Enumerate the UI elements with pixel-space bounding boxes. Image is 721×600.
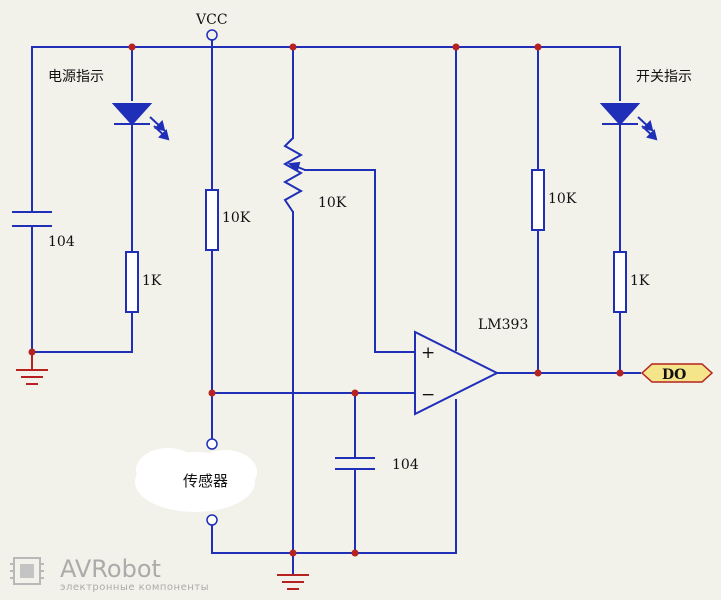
junction-dots — [28, 43, 624, 557]
sensor-terminal-bottom — [206, 514, 218, 526]
wires — [31, 46, 641, 576]
resistor-led-left — [125, 251, 139, 313]
ic-label: LM393 — [478, 317, 528, 333]
sensor-cloud — [135, 448, 257, 512]
resistor-pullup — [531, 169, 545, 231]
r-led-right-label: 1K — [630, 273, 650, 289]
potentiometer — [282, 137, 306, 213]
led-switch-icon — [599, 103, 658, 141]
vcc-terminal — [206, 29, 218, 41]
power-indicator-label: 电源指示 — [48, 69, 104, 85]
r-sensor-label: 10K — [222, 210, 251, 226]
sensor-terminal-top — [206, 438, 218, 450]
led-power-icon — [111, 103, 170, 141]
opamp-lm393 — [414, 330, 500, 416]
capacitor-middle — [335, 457, 375, 470]
capacitor-left — [12, 211, 52, 227]
opamp-plus-sign: + — [421, 343, 435, 363]
cap-middle-label: 104 — [392, 457, 419, 473]
avrobot-logo-icon — [10, 557, 44, 585]
watermark-brand: AVRobot — [60, 555, 161, 583]
sensor-label: 传感器 — [183, 472, 228, 490]
ground-bottom-icon — [277, 574, 309, 590]
vcc-label: VCC — [195, 12, 228, 28]
cap-left-label: 104 — [48, 234, 75, 250]
watermark-tagline: электронные компоненты — [60, 582, 209, 593]
output-port — [640, 363, 714, 383]
r-pullup-label: 10K — [548, 191, 577, 207]
opamp-minus-sign: − — [421, 385, 435, 405]
r-led-left-label: 1K — [142, 273, 162, 289]
switch-indicator-label: 开关指示 — [636, 69, 692, 85]
ground-left-icon — [16, 352, 48, 385]
pot-label: 10K — [318, 195, 347, 211]
output-label: DO — [662, 367, 686, 383]
resistor-led-right — [613, 251, 627, 313]
resistor-sensor — [205, 189, 219, 251]
